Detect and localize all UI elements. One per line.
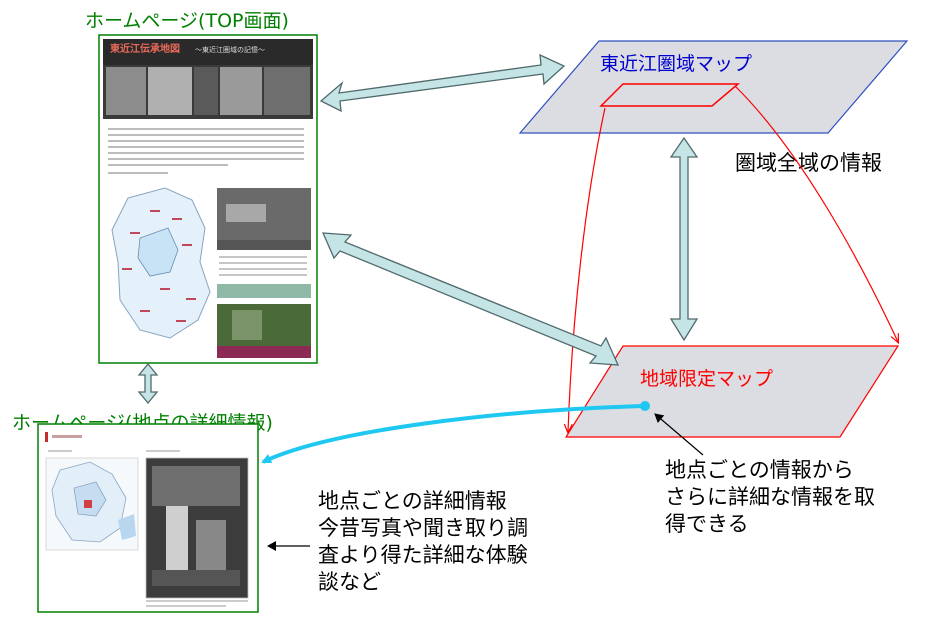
double-arrow-top-to-detail: [137, 362, 159, 405]
double-arrow-vertical-maps: [669, 136, 699, 342]
cyan-link-arrow: [261, 404, 646, 464]
projection-curve-left: [568, 107, 606, 432]
top-page-thumbnail: 東近江伝承地図 〜東近江圏域の記憶〜: [98, 34, 318, 364]
banner-subtitle: 〜東近江圏域の記憶〜: [195, 45, 265, 54]
detail-page-thumbnail: [37, 423, 259, 613]
area-info-label: 圏域全域の情報: [735, 151, 882, 175]
east-omi-map-label: 東近江圏域マップ: [600, 53, 752, 75]
callout-local-text: 地点ごとの情報から さらに詳細な情報を取 得できる: [665, 458, 882, 536]
banner-title: 東近江伝承地図: [110, 42, 180, 55]
selected-point-marker: [640, 401, 650, 411]
callout-detail-text: 地点ごとの詳細情報 今昔写真や聞き取り調 査より得た詳細な体験 談など: [318, 489, 535, 594]
callout-pointer-local: [654, 413, 704, 456]
top-page-label: ホームページ(TOP画面): [85, 10, 289, 32]
double-arrow-top-to-local-map: [321, 232, 620, 366]
local-map-label: 地域限定マップ: [640, 368, 773, 390]
east-omi-map: 東近江圏域マップ: [518, 40, 909, 134]
double-arrow-top-to-east-map: [319, 53, 566, 113]
projection-curve-right: [734, 85, 898, 342]
